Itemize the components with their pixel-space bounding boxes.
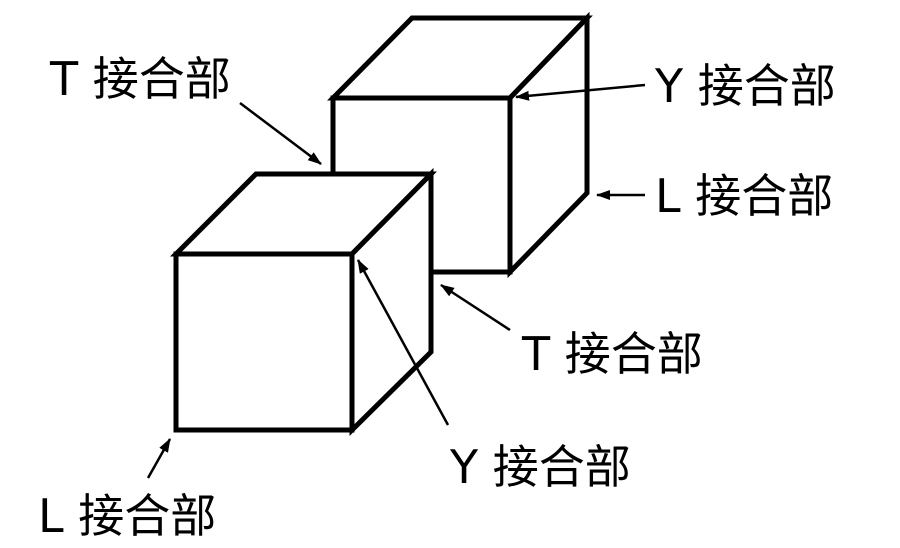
arrow-y-junction-right (515, 83, 646, 101)
label-l-junction-bottom: L 接合部 (38, 489, 216, 543)
label-t-junction-middle: T 接合部 (521, 327, 703, 381)
arrow-t-junction-top (239, 102, 322, 165)
arrow-y-junction-bottom (356, 259, 450, 426)
arrow-l-junction-bottom (146, 438, 172, 479)
front-cube-front-face (173, 251, 355, 433)
label-y-junction-bottom: Y 接合部 (449, 440, 631, 494)
label-y-junction-right: Y 接合部 (654, 59, 836, 113)
label-l-junction-right: L 接合部 (655, 169, 833, 223)
arrows (146, 83, 646, 479)
label-t-junction-top: T 接合部 (49, 52, 231, 106)
arrow-t-junction-middle (440, 283, 511, 332)
front-cube (169, 167, 437, 436)
